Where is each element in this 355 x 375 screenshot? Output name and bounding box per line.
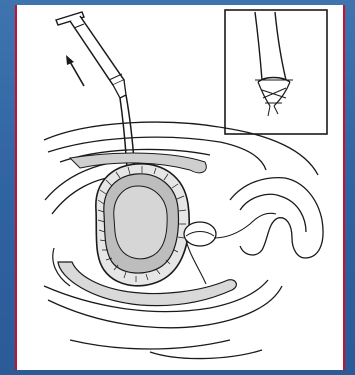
inset-detail	[225, 10, 327, 134]
arrow-icon	[66, 55, 84, 86]
syringe	[56, 12, 126, 98]
cavity	[96, 164, 189, 286]
